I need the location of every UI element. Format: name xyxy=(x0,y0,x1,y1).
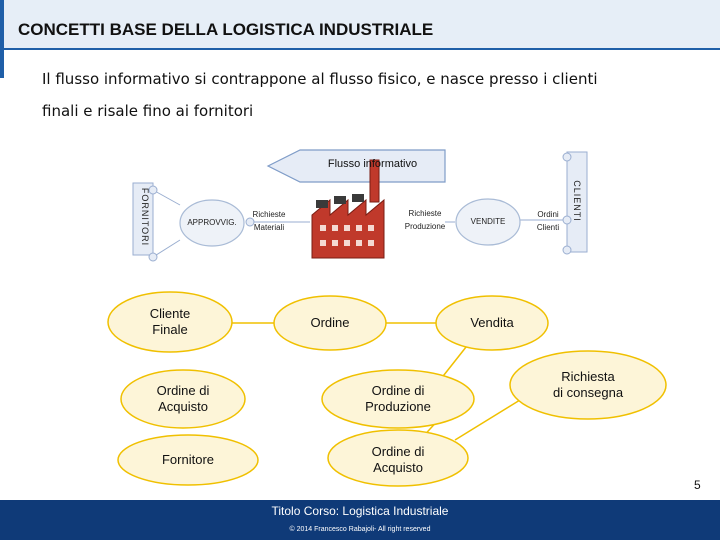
footer-course-title: Titolo Corso: Logistica Industriale xyxy=(271,504,449,518)
subtitle-line-2: finali e risale fino ai fornitori xyxy=(42,102,254,120)
ordine-acquisto-right-ellipse xyxy=(327,429,469,487)
richieste-produzione-label-1: Richieste xyxy=(408,209,442,218)
ordine-produzione-ellipse xyxy=(321,369,475,429)
flow-diagram xyxy=(107,149,667,487)
fornitori-label: FORNITORI xyxy=(140,187,150,247)
ordini-clienti-label-2: Clienti xyxy=(536,223,560,232)
header-bar xyxy=(0,0,720,48)
approvvig-node xyxy=(179,199,245,247)
vendita-label: Vendita xyxy=(470,315,514,330)
page-number: 5 xyxy=(694,478,701,492)
ordini-clienti-label-1: Ordini xyxy=(537,210,559,219)
footer-copyright: © 2014 Francesco Rabajoli- All right res… xyxy=(289,526,431,533)
connector-dots xyxy=(148,152,572,262)
fornitori-bar xyxy=(132,182,154,256)
footer-bar xyxy=(0,500,720,540)
richieste-produzione-label-2: Produzione xyxy=(404,222,446,231)
richieste-materiali-label-2: Materiali xyxy=(253,223,285,232)
subtitle-line-1: Il flusso informativo si contrappone al … xyxy=(42,70,598,88)
cliente-finale-ellipse xyxy=(107,291,233,353)
fornitore-ellipse xyxy=(117,434,259,486)
vendite-node xyxy=(455,198,521,246)
ordine-acquisto-left-ellipse xyxy=(120,369,246,429)
factory-icon xyxy=(311,159,385,259)
vendita-ellipse xyxy=(435,295,549,351)
fornitore-label: Fornitore xyxy=(161,452,215,467)
clienti-label: CLIENTI xyxy=(572,180,582,222)
richieste-materiali-label-1: Richieste xyxy=(252,210,286,219)
richiesta-consegna-ellipse xyxy=(509,350,667,420)
header-accent xyxy=(0,0,4,78)
page-title: CONCETTI BASE DELLA LOGISTICA INDUSTRIAL… xyxy=(18,20,434,39)
approvvig-label: APPROVVIG. xyxy=(187,218,237,227)
ordine-label: Ordine xyxy=(310,315,350,330)
header-divider xyxy=(0,48,720,50)
connector-lines xyxy=(152,189,567,258)
information-flow-arrow xyxy=(266,149,446,183)
vendite-label: VENDITE xyxy=(470,217,506,226)
information-flow-label: Flusso informativo xyxy=(327,158,418,170)
ordine-ellipse xyxy=(273,295,387,351)
clienti-bar xyxy=(566,151,588,253)
